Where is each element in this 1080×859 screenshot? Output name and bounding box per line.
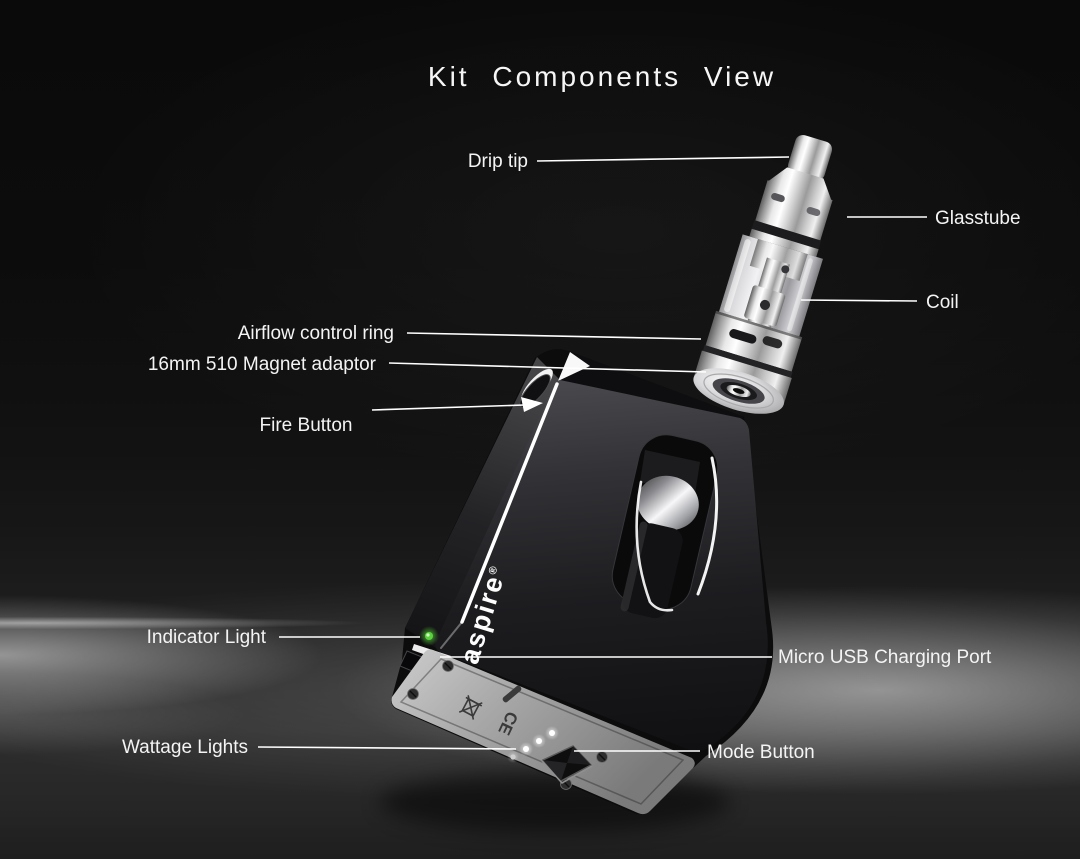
wattage-led (510, 754, 516, 760)
callout-fire-button: Fire Button (260, 397, 543, 436)
bottom-plate: CE (391, 649, 695, 815)
svg-text:16mm 510 Magnet adaptor: 16mm 510 Magnet adaptor (148, 354, 377, 375)
window-rim-left (635, 480, 674, 612)
svg-text:Wattage Lights: Wattage Lights (122, 737, 248, 758)
mode-button (541, 745, 593, 785)
magnet-adaptor-part (693, 345, 793, 414)
edge-highlight-fade (440, 621, 463, 649)
fire-bar-chrome (637, 475, 699, 531)
battery-icon (502, 685, 522, 703)
screw-icon (442, 660, 454, 672)
weee-bin-icon (458, 695, 483, 720)
svg-text:Glasstube: Glasstube (935, 208, 1021, 229)
wattage-leds (507, 726, 559, 763)
arrowhead (521, 397, 543, 412)
indicator-led (419, 626, 439, 646)
callout-coil: Coil (800, 292, 959, 313)
screw-icon (596, 751, 608, 763)
screw-icon (407, 688, 419, 700)
mod-box: aspire® (380, 349, 774, 832)
svg-text:Micro USB Charging Port: Micro USB Charging Port (778, 647, 992, 668)
page-title: Kit Components View (428, 61, 776, 92)
drip-tip-flare (766, 167, 832, 203)
svg-text:Indicator Light: Indicator Light (147, 627, 267, 648)
callout-usb-port: Micro USB Charging Port (440, 647, 992, 668)
callout-magnet-adaptor: 16mm 510 Magnet adaptor (148, 354, 707, 375)
drip-tip-part (787, 134, 833, 181)
glass-tube-part (718, 234, 823, 337)
top-corner-highlight (558, 352, 590, 381)
wattage-led (549, 730, 555, 736)
fire-bar-window (611, 434, 719, 619)
callout-mode-button: Mode Button (574, 742, 815, 763)
svg-text:Fire Button: Fire Button (260, 415, 353, 436)
coil-part (744, 285, 786, 327)
mod-left-face (405, 357, 560, 648)
callout-drip-tip: Drip tip (468, 151, 790, 172)
callout-wattage-lights: Wattage Lights (122, 737, 517, 758)
svg-text:Airflow control ring: Airflow control ring (238, 323, 394, 344)
callout-indicator-light: Indicator Light (147, 627, 420, 648)
tank (693, 134, 833, 414)
wattage-led (523, 746, 529, 752)
svg-text:Drip tip: Drip tip (468, 151, 528, 172)
wattage-led (536, 738, 542, 744)
oring-band (751, 220, 822, 251)
airflow-ring-part (705, 310, 803, 372)
window-rim-right (696, 456, 719, 596)
callouts: Kit Components View Drip tip Glasstube C… (122, 61, 1021, 763)
svg-text:Coil: Coil (926, 292, 959, 313)
callout-airflow-ring: Airflow control ring (238, 323, 702, 344)
callout-glasstube: Glasstube (847, 208, 1021, 229)
edge-highlight (460, 382, 559, 624)
svg-text:Mode Button: Mode Button (707, 742, 815, 763)
